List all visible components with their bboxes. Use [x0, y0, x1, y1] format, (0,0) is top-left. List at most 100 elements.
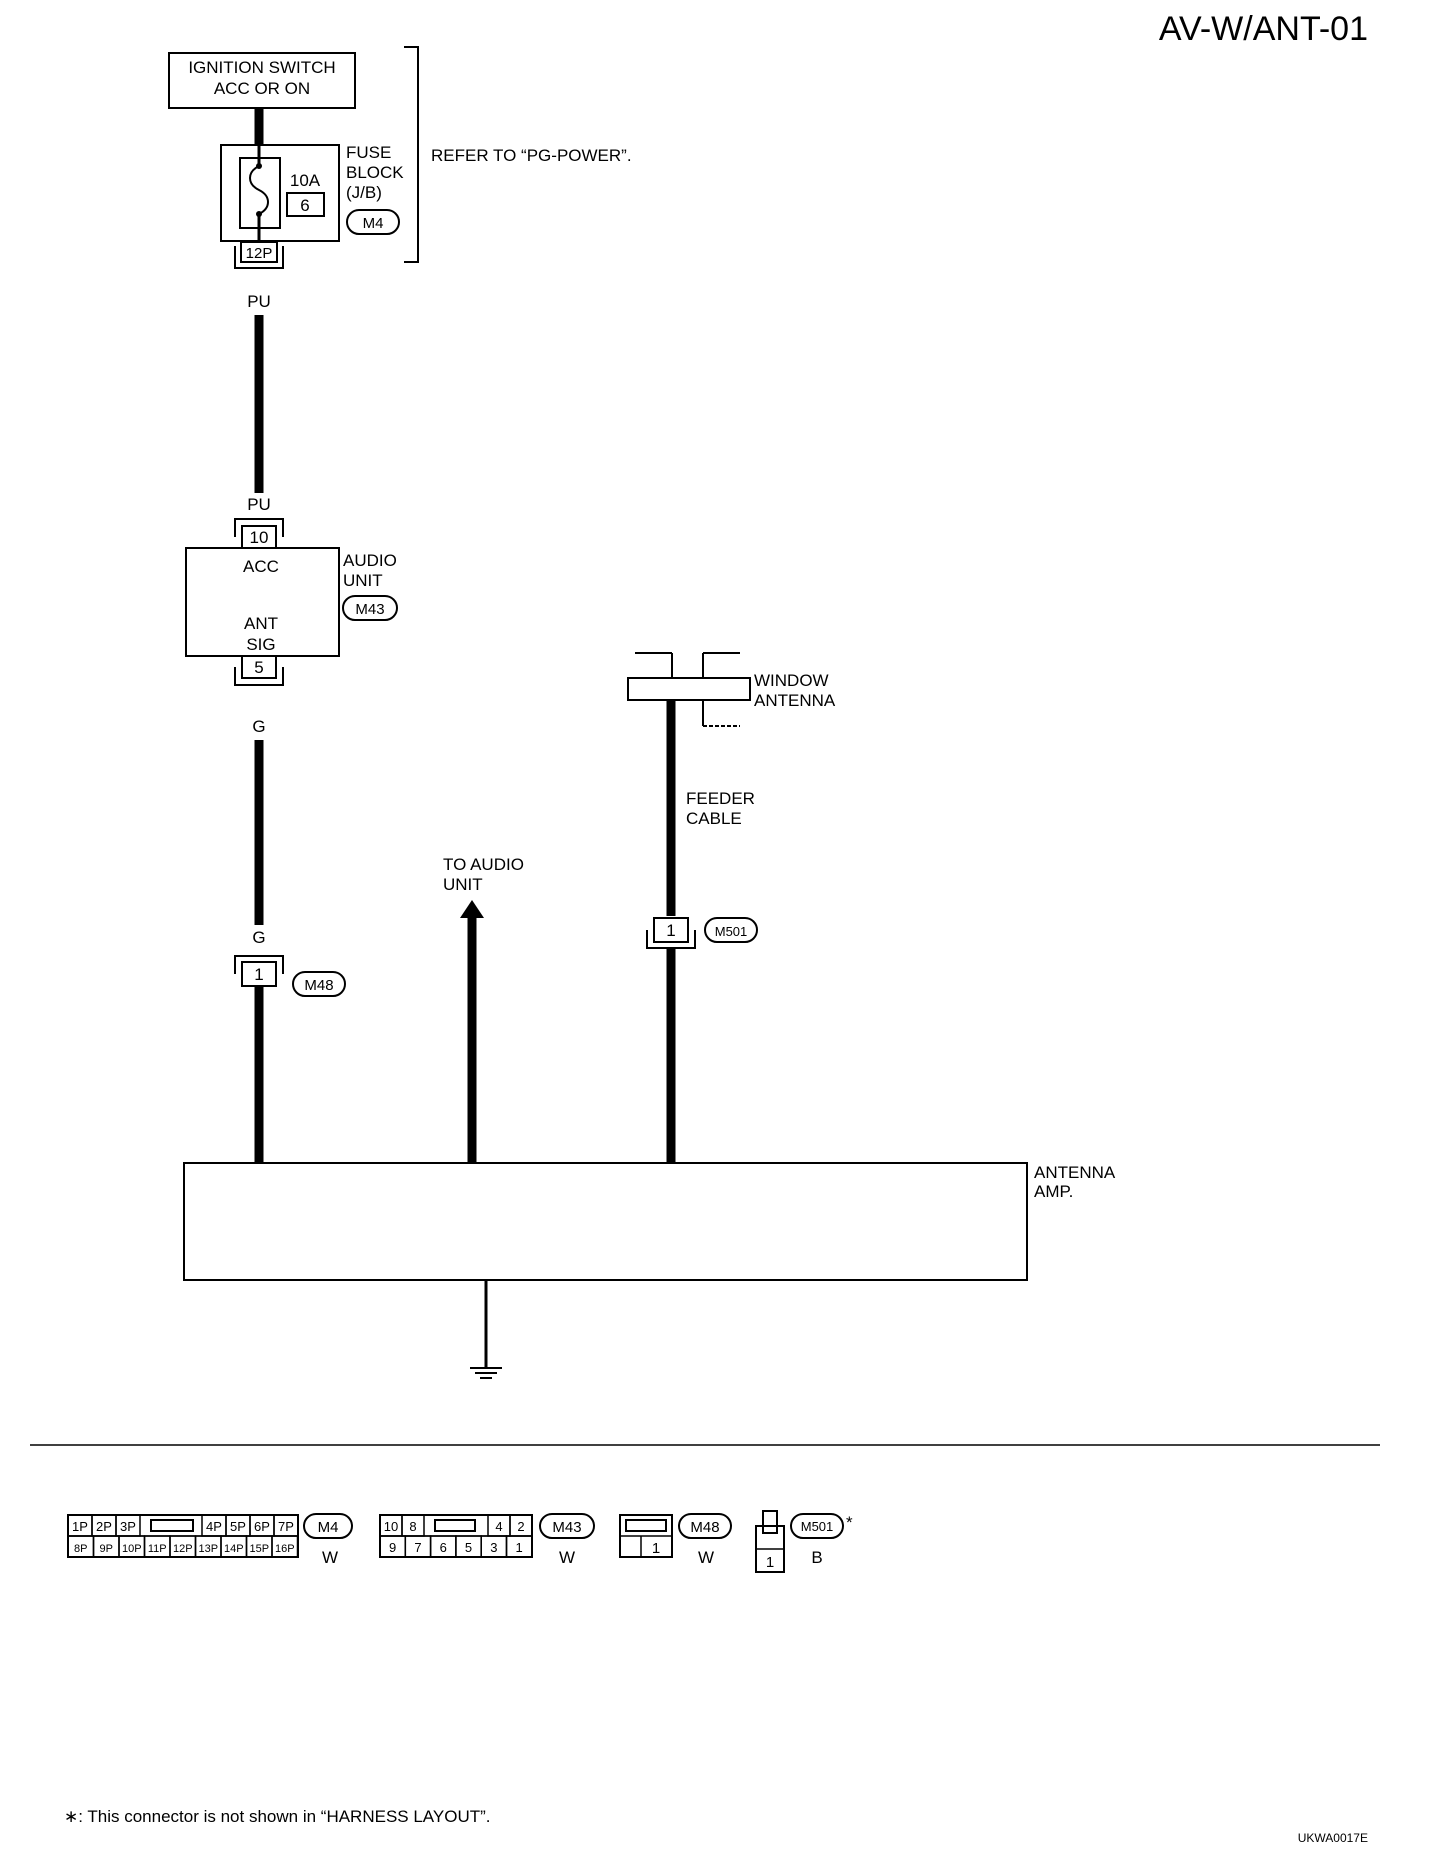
fuse-pin-12p	[240, 241, 278, 263]
fuse-block-box	[220, 144, 340, 242]
fuse-label-1: FUSE	[346, 143, 391, 162]
legend-m4-color: W	[322, 1548, 338, 1567]
wire-label-pu-bottom: PU	[247, 495, 271, 514]
audio-ant-label-1: ANT	[244, 614, 278, 633]
legend-pin-label: 3	[490, 1540, 497, 1555]
legend-pin-label: 1	[516, 1540, 523, 1555]
fuse-connector-tag-text: M4	[363, 215, 384, 232]
refer-pg-power: REFER TO “PG-POWER”.	[431, 146, 632, 165]
legend-m501-color: B	[811, 1548, 822, 1567]
legend-m48-tag	[678, 1513, 732, 1539]
legend-pin-label: 7P	[278, 1519, 294, 1534]
m48-pin-label: 1	[254, 965, 263, 984]
legend-pin-label: 5	[465, 1540, 472, 1555]
legend-m501: 1 M501 * B	[755, 1510, 853, 1573]
window-antenna-label-2: ANTENNA	[754, 691, 836, 710]
footnote: ∗: This connector is not shown in “HARNE…	[64, 1807, 491, 1826]
audio-unit-label-1: AUDIO	[343, 551, 397, 570]
fuse-pin-label: 12P	[246, 245, 273, 262]
legend-pin-label: 14P	[224, 1543, 244, 1555]
fuse-label-3: (J/B)	[346, 183, 382, 202]
legend-pin-label: 7	[414, 1540, 421, 1555]
page-code: AV-W/ANT-01	[1159, 10, 1368, 48]
audio-connector-tag-text: M43	[355, 601, 384, 618]
legend-m43-color: W	[559, 1548, 575, 1567]
legend-pin-label: 12P	[173, 1543, 193, 1555]
audio-ant-label-2: SIG	[246, 635, 275, 654]
window-antenna-label-1: WINDOW	[754, 671, 829, 690]
legend-pin-label: 3P	[120, 1519, 136, 1534]
wire-label-g-top: G	[252, 717, 265, 736]
audio-acc-label: ACC	[243, 557, 279, 576]
legend-pin-label: 9	[389, 1540, 396, 1555]
fuse-amp: 10A	[290, 171, 321, 190]
legend-m501-asterisk: *	[846, 1513, 853, 1532]
audio-unit-label-2: UNIT	[343, 571, 383, 590]
legend-m4-tag-text: M4	[318, 1519, 339, 1536]
legend-pin-label: 8P	[74, 1543, 87, 1555]
legend-m48-color: W	[698, 1548, 714, 1567]
legend-pin-label: 1P	[72, 1519, 88, 1534]
legend-m48-tag-text: M48	[690, 1519, 719, 1536]
window-antenna-element	[627, 677, 751, 701]
legend-m501-tag-text: M501	[801, 1519, 834, 1534]
m501-pin-label: 1	[666, 921, 675, 940]
legend-pin-label: 15P	[249, 1543, 269, 1555]
legend-pin-label: 10P	[122, 1543, 142, 1555]
fuse-connector-tag	[346, 209, 400, 235]
legend-pin-label: 5P	[230, 1519, 246, 1534]
legend-pin-label: 6P	[254, 1519, 270, 1534]
legend-m501-pin: 1	[766, 1554, 774, 1571]
ignition-label-2: ACC OR ON	[214, 79, 310, 98]
legend-pin-label: 4P	[206, 1519, 222, 1534]
fuse-number: 6	[300, 196, 309, 215]
feeder-cable-label-2: CABLE	[686, 809, 742, 828]
legend-pin-label: 16P	[275, 1543, 295, 1555]
power-bracket	[404, 46, 419, 263]
ignition-label-1: IGNITION SWITCH	[188, 58, 335, 77]
legend-pin-cell	[271, 1535, 299, 1558]
m501-connector-pin	[653, 917, 689, 943]
legend-m4-tag	[303, 1513, 353, 1539]
legend-pin-label: 8	[409, 1519, 416, 1534]
to-audio-arrow-icon	[460, 900, 484, 918]
legend-pin-label: 6	[440, 1540, 447, 1555]
antenna-amp-label-1: ANTENNA	[1034, 1163, 1116, 1182]
legend-pin-label: 10	[384, 1519, 398, 1534]
legend-pin-label: 4	[495, 1519, 502, 1534]
m48-tag	[292, 971, 346, 997]
legend-pin-cell	[505, 1535, 533, 1558]
legend-pin-label: 2P	[96, 1519, 112, 1534]
audio-pin-5-label: 5	[254, 658, 263, 677]
m48-tag-text: M48	[304, 977, 333, 994]
image-code: UKWA0017E	[1298, 1831, 1368, 1845]
ground-icon	[470, 1367, 502, 1379]
wire-label-pu-top: PU	[247, 292, 271, 311]
fuse-label-2: BLOCK	[346, 163, 404, 182]
antenna-amp-box	[183, 1162, 1028, 1281]
fuse-symbol-icon	[249, 165, 269, 215]
m4-lock-icon	[150, 1519, 194, 1532]
legend-m48-pin: 1	[652, 1540, 660, 1557]
legend-m43-tag-text: M43	[552, 1519, 581, 1536]
legend-pin-label: 13P	[198, 1543, 218, 1555]
fuse-number-box	[286, 192, 325, 217]
m43-lock-icon	[434, 1519, 476, 1532]
audio-pin-5	[241, 655, 277, 679]
legend-m4: 1P 2P 3P 4P 5P 6P 7P 8P 9P 10P 11P 12P 13P 14P 15P 16P…	[67, 1513, 353, 1567]
legend-pin-label: 11P	[148, 1543, 167, 1555]
legend-m48: 1 M48 W	[619, 1513, 732, 1567]
m501-tag-text: M501	[715, 924, 748, 939]
m501-tag	[704, 917, 758, 943]
to-audio-label-1: TO AUDIO	[443, 855, 524, 874]
m48-lock-icon	[625, 1519, 667, 1532]
m48-connector-pin	[241, 961, 277, 987]
legend-m501-tag	[790, 1513, 844, 1539]
legend-pin-label: 9P	[100, 1543, 113, 1555]
feeder-cable-label-1: FEEDER	[686, 789, 755, 808]
wire-label-g-bottom: G	[252, 928, 265, 947]
legend-m43-tag	[539, 1513, 595, 1539]
antenna-amp-label-2: AMP.	[1034, 1182, 1073, 1201]
